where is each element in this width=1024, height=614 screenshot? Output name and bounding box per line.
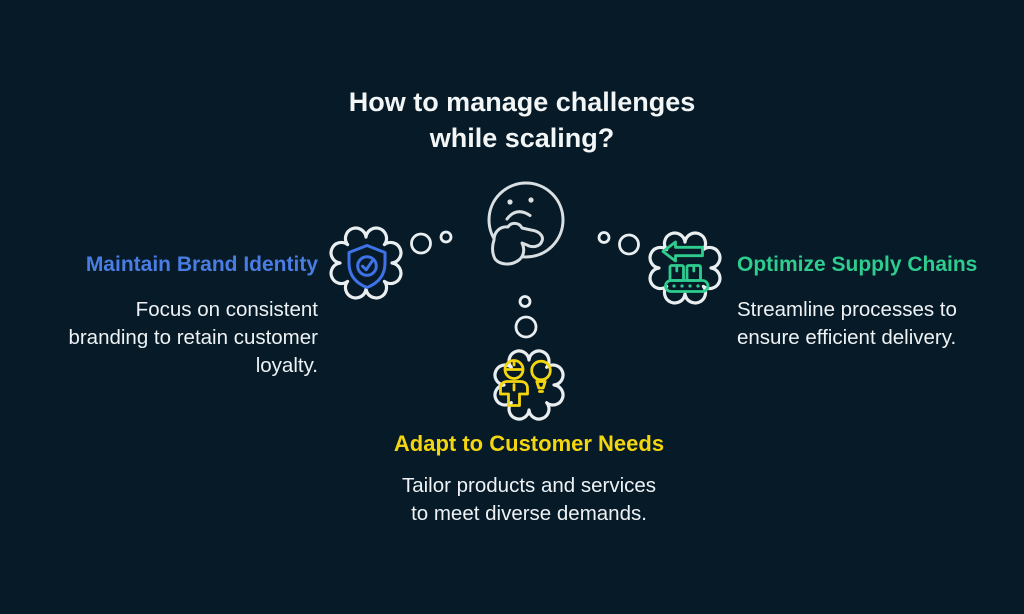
section-customer-needs: Adapt to Customer Needs Tailor products …	[329, 430, 729, 528]
shield-check-icon	[347, 244, 387, 289]
conveyor-arrow-icon	[661, 240, 710, 293]
section-heading-supply-chains: Optimize Supply Chains	[737, 253, 978, 276]
person-lightbulb-icon	[499, 359, 552, 407]
bubble-trail-bottom	[514, 295, 538, 339]
section-supply-chains: Optimize Supply Chains Streamline proces…	[737, 252, 997, 352]
page-title: How to manage challenges while scaling?	[348, 87, 696, 153]
section-body-brand-identity: Focus on consistent branding to retain c…	[68, 298, 318, 377]
thought-bubble-left	[329, 226, 403, 300]
thinking-face-icon	[487, 181, 565, 266]
section-brand-identity: Maintain Brand Identity Focus on consist…	[26, 252, 318, 380]
section-heading-customer-needs: Adapt to Customer Needs	[393, 431, 665, 456]
bubble-trail-right	[597, 231, 640, 256]
section-body-customer-needs: Tailor products and services to meet div…	[401, 474, 657, 525]
bubble-trail-left	[410, 230, 453, 255]
section-body-supply-chains: Streamline processes to ensure efficient…	[737, 298, 957, 349]
section-heading-brand-identity: Maintain Brand Identity	[85, 253, 318, 276]
thought-bubble-right	[648, 231, 722, 305]
thought-bubble-bottom	[493, 349, 565, 421]
